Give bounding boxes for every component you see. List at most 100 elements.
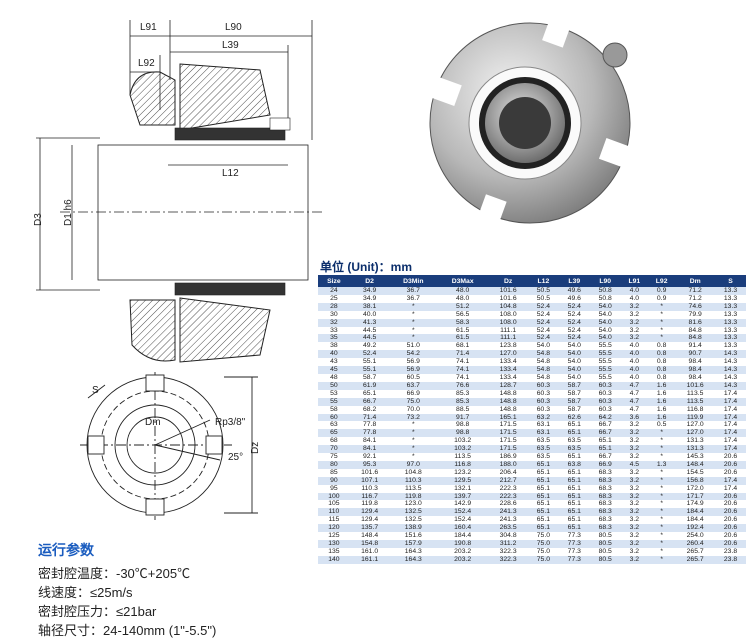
table-cell: 113.5 (389, 484, 438, 493)
table-cell: 92.1 (349, 453, 390, 461)
table-cell: 84.8 (675, 334, 716, 343)
table-cell: 52.4 (558, 326, 590, 335)
column-header: L90 (589, 275, 621, 287)
table-cell: 36.7 (389, 287, 438, 295)
operating-params: 运行参数 密封腔温度：-30℃+205℃ 线速度：≤25m/s 密封腔压力：≤2… (38, 540, 216, 640)
table-cell: 140 (318, 555, 350, 564)
table-cell: 20.6 (715, 453, 746, 461)
table-cell: 127.0 (675, 421, 716, 430)
table-cell: 95 (318, 484, 350, 493)
table-cell: 43 (318, 358, 350, 367)
table-cell: 91.4 (675, 342, 716, 351)
table-cell: 54.0 (558, 350, 590, 359)
table-cell: 65 (318, 429, 350, 438)
table-cell: 3.2 (620, 334, 648, 343)
table-cell: 20.6 (715, 540, 746, 548)
table-cell: * (389, 421, 438, 430)
table-cell: 61.9 (349, 381, 390, 390)
table-cell: * (647, 310, 676, 319)
table-cell: 184.4 (675, 508, 716, 517)
table-cell: 98.8 (437, 421, 489, 430)
table-cell: 36.7 (389, 294, 438, 303)
table-cell: 60.3 (527, 397, 559, 406)
table-cell: 222.3 (488, 492, 528, 501)
table-cell: 77.3 (558, 540, 590, 548)
table-cell: * (389, 302, 438, 311)
table-cell: * (647, 540, 676, 548)
table-cell: 68.3 (589, 516, 621, 525)
table-cell: 17.4 (715, 405, 746, 414)
table-cell: 66.7 (589, 453, 621, 461)
table-cell: 81.6 (675, 318, 716, 327)
label-l90: L90 (225, 22, 242, 33)
table-cell: 56.9 (389, 358, 438, 367)
table-cell: 132.5 (389, 508, 438, 517)
table-cell: 52.4 (558, 334, 590, 343)
table-cell: 171.5 (488, 421, 528, 430)
table-cell: 3.2 (620, 445, 648, 454)
table-cell: 80.5 (589, 555, 621, 564)
table-cell: 55.5 (589, 342, 621, 351)
table-cell: 65.1 (527, 460, 559, 469)
table-cell: * (647, 524, 676, 533)
table-cell: 77.3 (558, 532, 590, 540)
label-rp: Rp3/8" (215, 417, 246, 428)
table-cell: 65.1 (558, 468, 590, 477)
table-cell: 66.9 (589, 460, 621, 469)
table-cell: 3.2 (620, 516, 648, 525)
table-cell: 172.0 (675, 484, 716, 493)
table-cell: 63.8 (558, 460, 590, 469)
table-cell: 60.3 (527, 389, 559, 398)
table-cell: 52.4 (527, 334, 559, 343)
table-cell: 24 (318, 287, 350, 295)
table-cell: * (647, 547, 676, 556)
table-cell: 212.7 (488, 476, 528, 485)
table-cell: 322.3 (488, 547, 528, 556)
table-cell: 65.1 (527, 476, 559, 485)
table-cell: 65.1 (558, 476, 590, 485)
table-cell: 131.3 (675, 437, 716, 446)
param-temperature: 密封腔温度：-30℃+205℃ (38, 566, 191, 581)
table-cell: 23.8 (715, 547, 746, 556)
table-cell: 75.0 (389, 397, 438, 406)
table-cell: 79.9 (675, 310, 716, 319)
table-cell: 228.6 (488, 500, 528, 509)
table-cell: 100 (318, 492, 350, 501)
table-cell: 63 (318, 421, 350, 430)
column-header: L91 (620, 275, 648, 287)
table-cell: 64.2 (589, 413, 621, 422)
table-cell: 0.8 (647, 342, 676, 351)
table-cell: 154.8 (349, 540, 390, 548)
table-cell: 65.1 (558, 492, 590, 501)
table-cell: * (647, 445, 676, 454)
table-cell: 3.2 (620, 492, 648, 501)
table-cell: 63.5 (558, 445, 590, 454)
table-cell: 206.4 (488, 468, 528, 477)
table-cell: 58.7 (558, 381, 590, 390)
table-cell: 28 (318, 302, 350, 311)
table-cell: 65.1 (527, 524, 559, 533)
table-cell: 13.3 (715, 334, 746, 343)
table-cell: 75.0 (527, 540, 559, 548)
table-cell: * (389, 445, 438, 454)
table-cell: 108.0 (488, 310, 528, 319)
table-cell: 55.5 (589, 366, 621, 374)
table-cell: 85 (318, 468, 350, 477)
table-cell: 156.8 (675, 476, 716, 485)
table-cell: 41.3 (349, 318, 390, 327)
table-cell: 65.1 (558, 484, 590, 493)
table-cell: 91.7 (437, 413, 489, 422)
table-cell: 13.3 (715, 287, 746, 295)
table-cell: 17.4 (715, 445, 746, 454)
table-cell: 71.2 (675, 294, 716, 303)
column-header: Dm (675, 275, 716, 287)
